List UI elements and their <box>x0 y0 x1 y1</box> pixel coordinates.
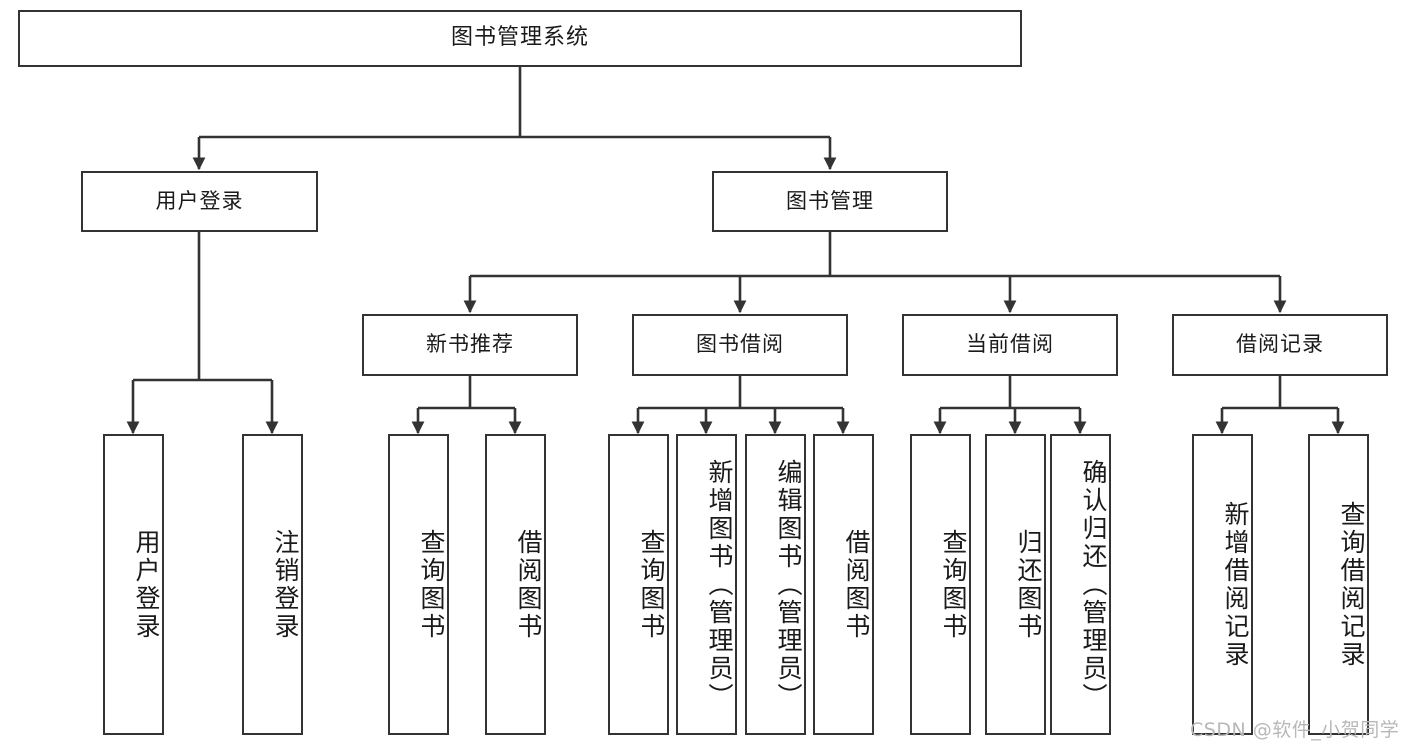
csdn-watermark: CSDN @软件_小贺同学 <box>1190 719 1400 741</box>
node-label: 注销登录 <box>271 528 300 641</box>
leaf-rec-query-book[interactable]: 查询图书 <box>388 434 449 735</box>
node-current-borrowing[interactable]: 当前借阅 <box>902 314 1118 376</box>
node-borrow-records[interactable]: 借阅记录 <box>1172 314 1388 376</box>
node-label: 确认归还（管理员） <box>1079 458 1108 711</box>
node-label: 用户登录 <box>155 188 244 213</box>
leaf-current-query-book[interactable]: 查询图书 <box>910 434 971 735</box>
leaf-user-logout[interactable]: 注销登录 <box>242 434 303 735</box>
leaf-borrow-borrow-book[interactable]: 借阅图书 <box>813 434 874 735</box>
node-label: 图书管理系统 <box>450 25 589 51</box>
leaf-record-query-borrow-record[interactable]: 查询借阅记录 <box>1308 434 1369 735</box>
node-label: 新书推荐 <box>426 332 514 357</box>
node-label: 查询图书 <box>939 528 968 641</box>
node-label: 归还图书 <box>1014 528 1043 641</box>
leaf-current-confirm-return-admin[interactable]: 确认归还（管理员） <box>1050 434 1111 735</box>
node-label: 图书管理 <box>786 188 874 213</box>
node-label: 查询借阅记录 <box>1337 500 1366 669</box>
node-label: 查询图书 <box>417 528 446 641</box>
node-label: 借阅图书 <box>842 528 871 641</box>
leaf-borrow-edit-book-admin[interactable]: 编辑图书（管理员） <box>745 434 806 735</box>
node-label: 用户登录 <box>132 528 161 641</box>
node-user-login[interactable]: 用户登录 <box>81 171 318 232</box>
leaf-borrow-add-book-admin[interactable]: 新增图书（管理员） <box>676 434 737 735</box>
leaf-current-return-book[interactable]: 归还图书 <box>985 434 1046 735</box>
leaf-rec-borrow-book[interactable]: 借阅图书 <box>485 434 546 735</box>
leaf-user-login[interactable]: 用户登录 <box>103 434 164 735</box>
node-label: 查询图书 <box>637 528 666 641</box>
node-label: 新增借阅记录 <box>1221 500 1250 669</box>
leaf-record-add-borrow-record[interactable]: 新增借阅记录 <box>1192 434 1253 735</box>
node-label: 新增图书（管理员） <box>705 458 734 711</box>
node-new-book-recommendation[interactable]: 新书推荐 <box>362 314 578 376</box>
node-label: 借阅图书 <box>514 528 543 641</box>
node-book-management[interactable]: 图书管理 <box>712 171 948 232</box>
node-label: 借阅记录 <box>1236 332 1324 357</box>
leaf-borrow-query-book[interactable]: 查询图书 <box>608 434 669 735</box>
node-root-book-management-system[interactable]: 图书管理系统 <box>18 10 1022 67</box>
node-book-borrowing[interactable]: 图书借阅 <box>632 314 848 376</box>
node-label: 编辑图书（管理员） <box>774 458 803 711</box>
node-label: 图书借阅 <box>696 332 784 357</box>
node-label: 当前借阅 <box>966 332 1054 357</box>
